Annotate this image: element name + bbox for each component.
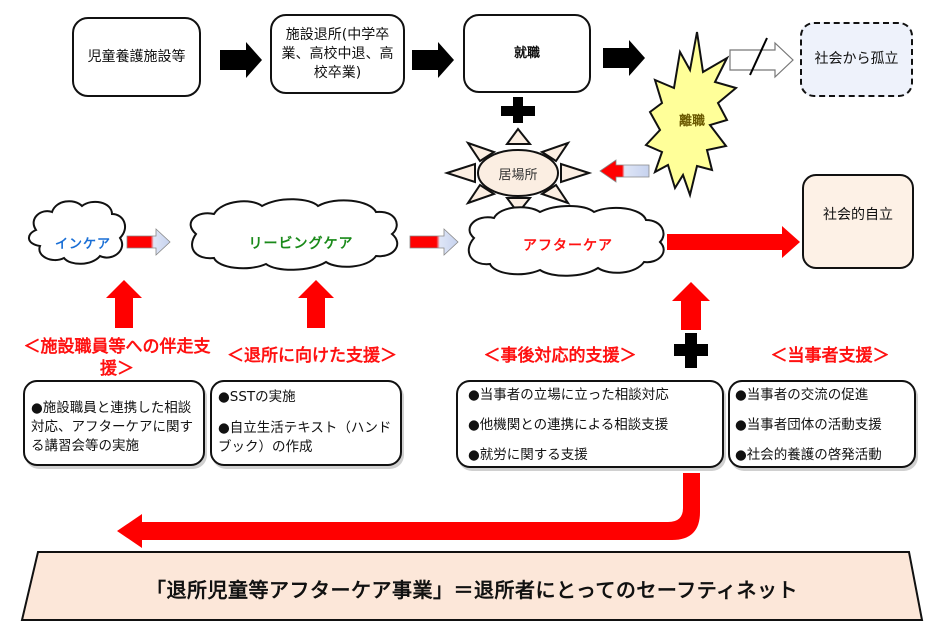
up-arrow-2 <box>298 280 334 328</box>
heading-staff-support: ＜施設職員等への伴走支援＞ <box>23 337 211 379</box>
list-item: ●当事者団体の活動支援 <box>735 417 882 433</box>
box-social-independence-label: 社会的自立 <box>823 207 893 223</box>
list-item: ●SSTの実施 <box>218 389 296 405</box>
box-facility-exit-label: 施設退所(中学卒業、高校中退、高校卒業) <box>281 26 394 81</box>
list-peer-support: ●当事者の交流の促進 ●当事者団体の活動支援 ●社会的養護の啓発活動 <box>728 380 916 468</box>
up-arrow-3 <box>672 282 710 330</box>
black-arrow-1 <box>220 42 262 78</box>
box-facility-exit: 施設退所(中学卒業、高校中退、高校卒業) <box>270 14 405 94</box>
safety-net-arrow <box>117 473 700 548</box>
box-social-isolation-label: 社会から孤立 <box>814 51 899 67</box>
cloud-aftercare <box>467 205 665 277</box>
box-childcare-facility-label: 児童養護施設等 <box>87 48 186 65</box>
return-arrow <box>599 159 650 183</box>
plus-icon-bottom <box>674 333 708 368</box>
box-social-independence: 社会的自立 <box>802 174 914 269</box>
box-childcare-facility: 児童養護施設等 <box>72 17 201 97</box>
banner-shape <box>20 551 924 621</box>
black-arrow-3 <box>603 40 645 76</box>
block-slash <box>749 37 768 76</box>
cloud-leaving-care <box>189 198 399 271</box>
arrow-leaving-to-aftercare <box>409 228 459 256</box>
cloud-leaving-care-label: リービングケア <box>248 236 354 252</box>
up-arrow-1 <box>106 280 142 328</box>
heading-pre-exit-support: ＜退所に向けた支援＞ <box>227 346 397 366</box>
cloud-incare-label: インケア <box>54 237 111 252</box>
list-item: ●当事者の立場に立った相談対応 <box>468 387 669 403</box>
list-item: ●自立生活テキスト（ハンドブック）の作成 <box>218 420 392 455</box>
blocked-arrow <box>729 41 794 79</box>
black-arrow-2 <box>412 42 454 78</box>
plus-icon-top <box>501 97 535 123</box>
list-pre-exit-support: ●SSTの実施 ●自立生活テキスト（ハンドブック）の作成 <box>210 380 402 466</box>
box-employment-label: 就職 <box>513 46 540 61</box>
box-employment: 就職 <box>463 14 591 93</box>
ibasho-sun-shape <box>443 127 593 215</box>
list-item: ●施設職員と連携した相談対応、アフターケアに関する講習会等の実施 <box>31 400 193 454</box>
arrow-to-independence <box>667 226 800 258</box>
list-item: ●他機関との連携による相談支援 <box>468 417 669 433</box>
burst-shape <box>644 31 739 199</box>
cloud-aftercare-label: アフターケア <box>523 238 613 254</box>
list-post-exit-support: ●当事者の立場に立った相談対応 ●他機関との連携による相談支援 ●就労に関する支… <box>456 380 724 468</box>
burst-label: 離職 <box>678 114 705 129</box>
heading-peer-support: ＜当事者支援＞ <box>770 346 890 366</box>
cloud-incare <box>28 200 127 265</box>
banner-text: 「退所児童等アフターケア事業」＝退所者にとってのセーフティネット <box>146 578 798 602</box>
list-item: ●社会的養護の啓発活動 <box>735 447 882 463</box>
heading-post-exit-support: ＜事後対応的支援＞ <box>483 346 637 366</box>
list-item: ●当事者の交流の促進 <box>735 387 869 403</box>
list-staff-support: ●施設職員と連携した相談対応、アフターケアに関する講習会等の実施 <box>23 380 205 466</box>
box-social-isolation: 社会から孤立 <box>800 22 913 97</box>
list-item: ●就労に関する支援 <box>468 447 588 463</box>
arrow-incare-to-leaving <box>126 228 171 256</box>
ibasho-label: 居場所 <box>498 168 538 183</box>
